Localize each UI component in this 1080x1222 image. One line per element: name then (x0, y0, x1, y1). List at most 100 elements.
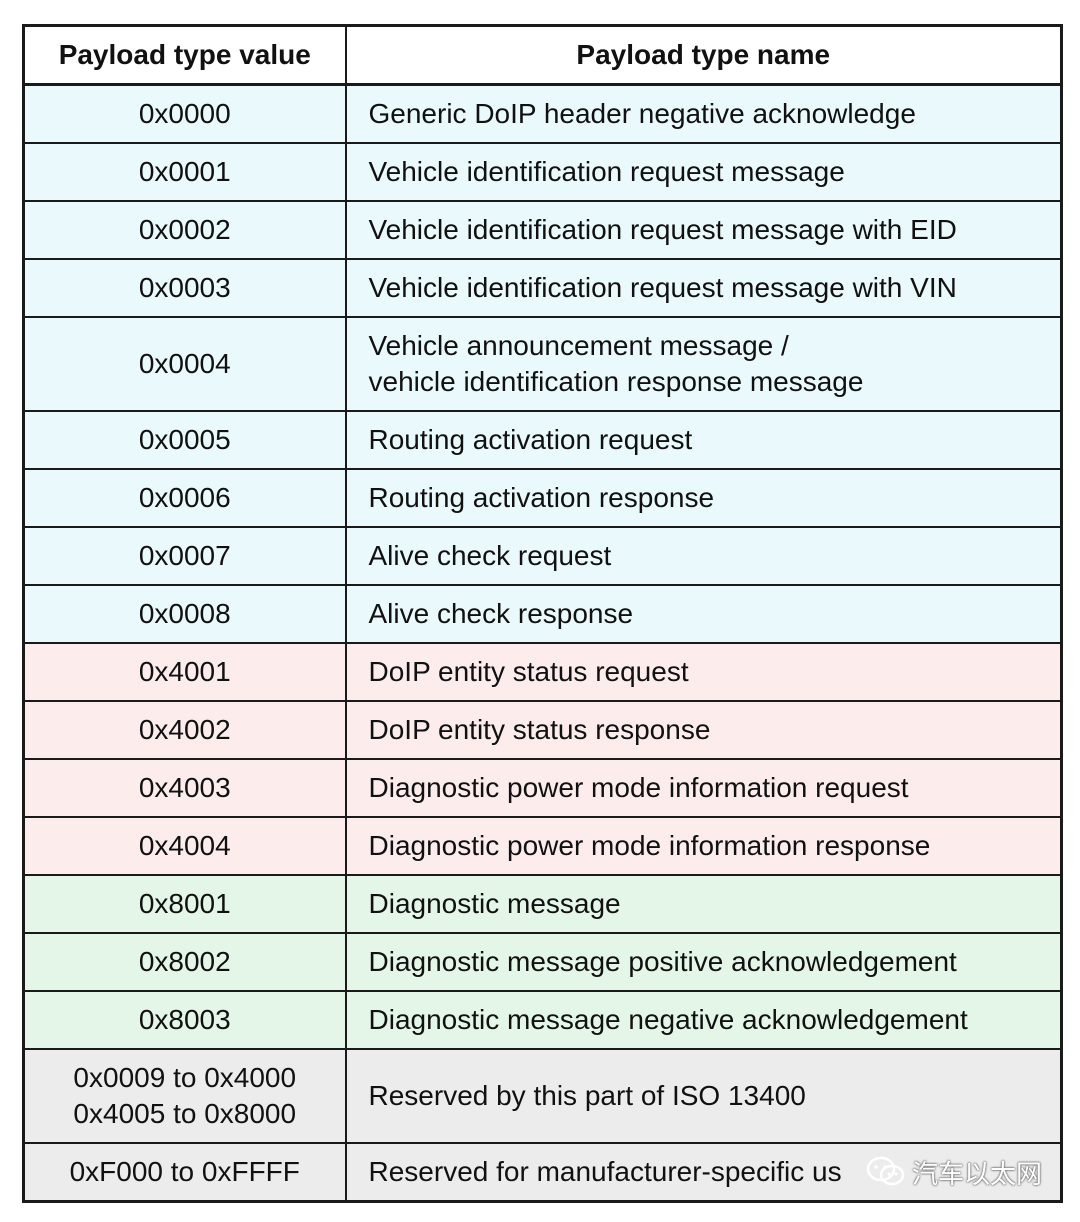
table-row: 0x8003 Diagnostic message negative acknow… (22, 990, 1063, 1050)
table-body: 0x0000 Generic DoIP header negative ackno… (22, 83, 1063, 1203)
table-row: 0x0005 Routing activation request (22, 410, 1063, 470)
table-row: 0x0006 Routing activation response (22, 468, 1063, 528)
payload-type-value: 0x0001 (138, 156, 231, 187)
payload-type-name-cell: Routing activation response (344, 468, 1063, 528)
table-row: 0x0003 Vehicle identification request mes… (22, 258, 1063, 318)
payload-type-name: Reserved by this part of ISO 13400 (368, 1080, 806, 1111)
payload-type-value-cell: 0x4001 (22, 642, 347, 702)
header-payload-type-name: Payload type name (344, 24, 1063, 86)
watermark-text: 汽车以太网 (912, 1158, 1043, 1189)
payload-type-name: Routing activation request (368, 424, 693, 455)
payload-type-value: 0x8002 (138, 946, 231, 977)
table-row: 0xF000 to 0xFFFF Reserved for manufacture… (22, 1142, 1063, 1203)
payload-type-value: 0x4005 to 0x8000 (73, 1098, 297, 1129)
payload-type-value: 0x0000 (138, 98, 231, 129)
payload-type-value: 0x0006 (138, 482, 231, 513)
table-row: 0x0000 Generic DoIP header negative ackno… (22, 83, 1063, 144)
payload-type-name: vehicle identification response message (368, 366, 864, 397)
payload-type-name-cell: Diagnostic power mode information respon… (344, 816, 1063, 876)
payload-type-name-cell: Reserved for manufacturer-specific us (344, 1142, 1063, 1203)
table-header: Payload type value Payload type name (22, 24, 1063, 86)
payload-type-name-cell: Alive check request (344, 526, 1063, 586)
payload-type-name-cell: Diagnostic message (344, 874, 1063, 934)
payload-type-value: 0x4001 (138, 656, 231, 687)
payload-type-name: Diagnostic power mode information respon… (368, 830, 931, 861)
table-row: 0x0004 Vehicle announcement message / vehi… (22, 316, 1063, 412)
payload-type-value: 0x4003 (138, 772, 231, 803)
payload-type-name-cell: Vehicle identification request message (344, 142, 1063, 202)
payload-type-name-cell: Diagnostic power mode information reques… (344, 758, 1063, 818)
payload-type-value-cell: 0x8002 (22, 932, 347, 992)
payload-type-name: DoIP entity status response (368, 714, 711, 745)
payload-type-name: Diagnostic message negative acknowledgem… (368, 1004, 968, 1035)
table-row: 0x4002 DoIP entity status response (22, 700, 1063, 760)
payload-type-value-cell: 0x0004 (22, 316, 347, 412)
payload-type-name: Routing activation response (368, 482, 715, 513)
payload-type-name-cell: DoIP entity status response (344, 700, 1063, 760)
payload-type-name: DoIP entity status request (368, 656, 689, 687)
payload-type-name-cell: Vehicle announcement message / vehicle id… (344, 316, 1063, 412)
payload-type-value-cell: 0x4004 (22, 816, 347, 876)
payload-type-name-cell: Routing activation request (344, 410, 1063, 470)
payload-type-value-cell: 0x4002 (22, 700, 347, 760)
payload-type-name: Vehicle identification request message (368, 156, 845, 187)
payload-type-value: 0x0003 (138, 272, 231, 303)
table-row: 0x0001 Vehicle identification request mes… (22, 142, 1063, 202)
payload-type-value-cell: 0xF000 to 0xFFFF (22, 1142, 347, 1203)
payload-type-value: 0x0002 (138, 214, 231, 245)
payload-type-value: 0x0005 (138, 424, 231, 455)
payload-type-value-cell: 0x8001 (22, 874, 347, 934)
payload-type-value: 0x4002 (138, 714, 231, 745)
payload-type-value-cell: 0x0005 (22, 410, 347, 470)
payload-type-name: Generic DoIP header negative acknowledge (368, 98, 916, 129)
payload-type-name-cell: DoIP entity status request (344, 642, 1063, 702)
table-row: 0x0002 Vehicle identification request mes… (22, 200, 1063, 260)
payload-type-name: Vehicle identification request message w… (368, 272, 957, 303)
payload-type-value-cell: 0x8003 (22, 990, 347, 1050)
wechat-icon (866, 1155, 906, 1189)
payload-type-name-cell: Diagnostic message negative acknowledgem… (344, 990, 1063, 1050)
payload-type-value-cell: 0x0009 to 0x4000 0x4005 to 0x8000 (22, 1048, 347, 1144)
payload-type-value: 0x0008 (138, 598, 231, 629)
payload-type-value: 0x8003 (138, 1004, 231, 1035)
payload-type-value: 0x0004 (138, 348, 231, 379)
payload-type-name-cell: Reserved by this part of ISO 13400 (344, 1048, 1063, 1144)
payload-type-value-cell: 0x0000 (22, 83, 347, 144)
payload-type-value: 0x4004 (138, 830, 231, 861)
payload-type-name-cell: Generic DoIP header negative acknowledge (344, 83, 1063, 144)
payload-type-name: Vehicle identification request message w… (368, 214, 957, 245)
payload-type-name-cell: Diagnostic message positive acknowledgem… (344, 932, 1063, 992)
payload-type-value-cell: 0x0008 (22, 584, 347, 644)
payload-type-value: 0x0009 to 0x4000 (73, 1062, 297, 1093)
payload-type-name-cell: Vehicle identification request message w… (344, 200, 1063, 260)
watermark: 汽车以太网 (866, 1152, 1042, 1192)
payload-type-name: Reserved for manufacturer-specific us (368, 1156, 842, 1187)
payload-type-table-container: Payload type value Payload type name 0x0… (22, 24, 1063, 1203)
payload-type-table: Payload type value Payload type name 0x0… (22, 24, 1063, 1203)
payload-type-name: Diagnostic message (368, 888, 621, 919)
payload-type-value-cell: 0x0003 (22, 258, 347, 318)
payload-type-value: 0x8001 (138, 888, 231, 919)
payload-type-value-cell: 0x0002 (22, 200, 347, 260)
payload-type-name: Alive check response (368, 598, 634, 629)
payload-type-name: Vehicle announcement message / (368, 330, 789, 361)
table-row: 0x8002 Diagnostic message positive acknow… (22, 932, 1063, 992)
table-row: 0x0008 Alive check response (22, 584, 1063, 644)
payload-type-value-cell: 0x0006 (22, 468, 347, 528)
payload-type-name: Alive check request (368, 540, 612, 571)
payload-type-name-cell: Vehicle identification request message w… (344, 258, 1063, 318)
payload-type-value-cell: 0x4003 (22, 758, 347, 818)
payload-type-value-cell: 0x0007 (22, 526, 347, 586)
payload-type-value: 0xF000 to 0xFFFF (69, 1156, 300, 1187)
payload-type-value: 0x0007 (138, 540, 231, 571)
payload-type-value-cell: 0x0001 (22, 142, 347, 202)
table-row: 0x4004 Diagnostic power mode information … (22, 816, 1063, 876)
payload-type-name: Diagnostic power mode information reques… (368, 772, 909, 803)
table-row: 0x0007 Alive check request (22, 526, 1063, 586)
header-payload-type-value: Payload type value (22, 24, 347, 86)
table-row: 0x8001 Diagnostic message (22, 874, 1063, 934)
table-row: 0x4001 DoIP entity status request (22, 642, 1063, 702)
payload-type-name: Diagnostic message positive acknowledgem… (368, 946, 957, 977)
payload-type-name-cell: Alive check response (344, 584, 1063, 644)
header-row: Payload type value Payload type name (22, 24, 1063, 86)
